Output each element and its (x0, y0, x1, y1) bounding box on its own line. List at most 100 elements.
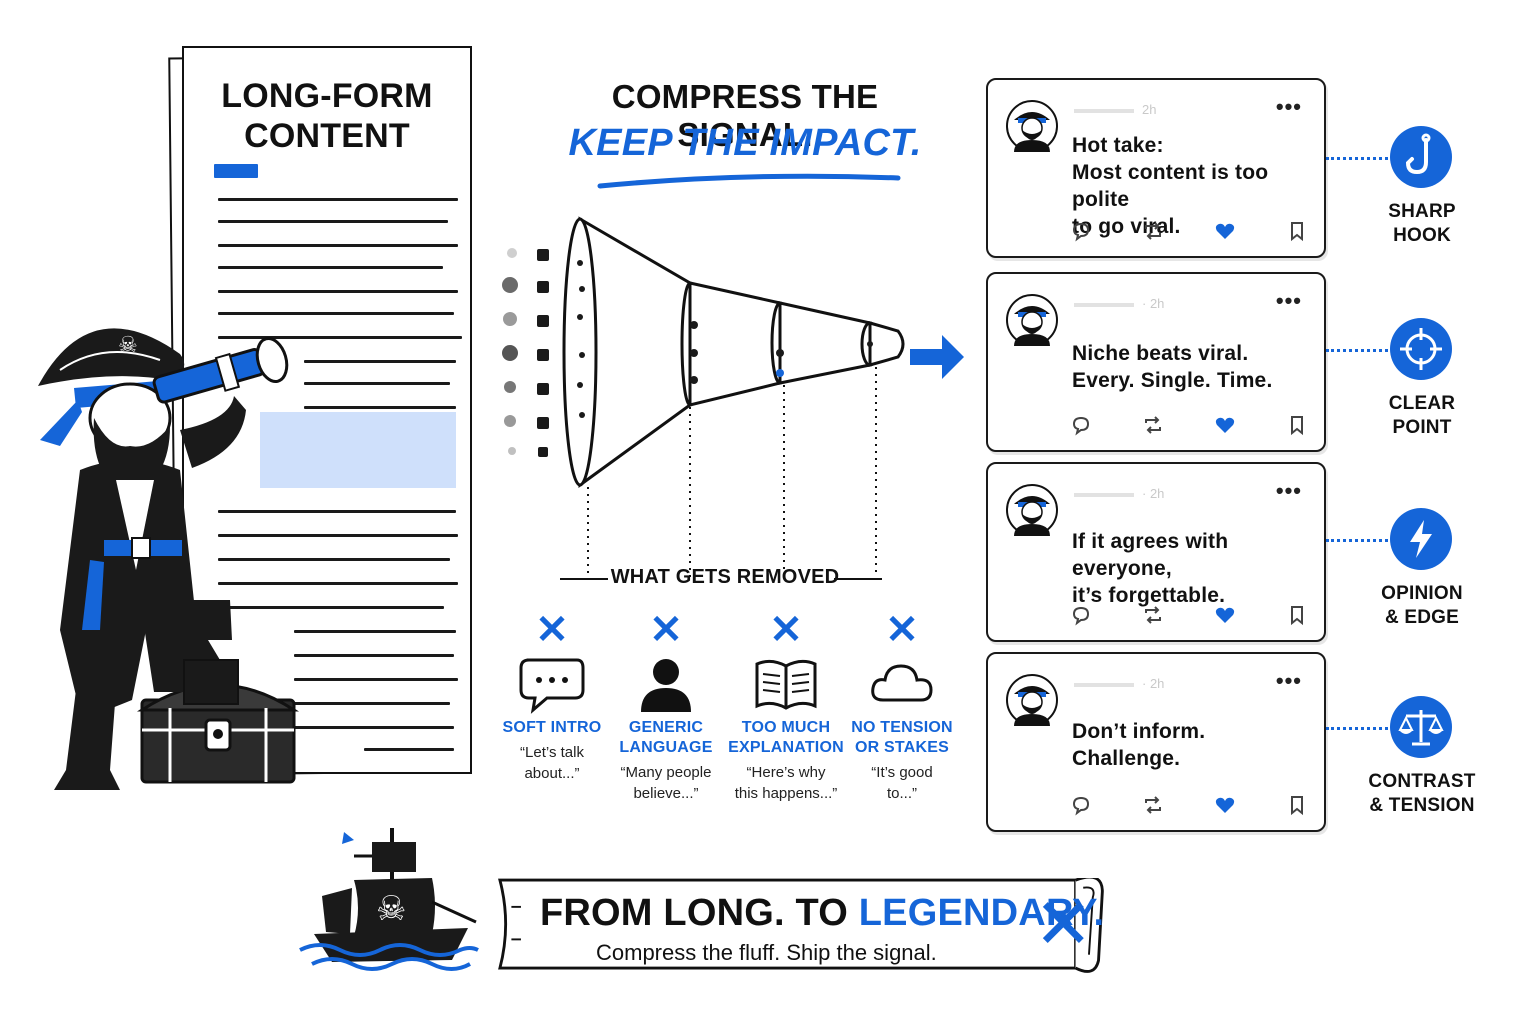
avatar (1006, 100, 1058, 152)
funnel-stage-3 (778, 301, 880, 385)
repost-icon[interactable] (1142, 414, 1164, 436)
post-card[interactable]: 2h •••Hot take:Most content is too polite… (986, 78, 1326, 258)
doc-text-line (218, 582, 458, 585)
headline-underline (597, 173, 901, 189)
scales-icon (1390, 696, 1452, 758)
avatar (1006, 484, 1058, 536)
more-options-icon[interactable]: ••• (1275, 478, 1302, 503)
crosshair-icon (1390, 318, 1452, 380)
more-options-icon[interactable]: ••• (1275, 288, 1302, 313)
doc-text-line (218, 510, 456, 513)
doc-text-line (304, 360, 456, 363)
book-icon (726, 654, 846, 718)
banner-headline: FROM LONG. TO LEGENDARY. (540, 892, 1105, 934)
doc-text-line (218, 312, 454, 315)
post-meta: · 2h (1074, 676, 1164, 691)
headline-primary: COMPRESS THE SIGNAL. (611, 78, 879, 153)
doc-text-line (218, 558, 450, 561)
post-meta: 2h (1074, 102, 1156, 117)
repost-icon[interactable] (1142, 220, 1164, 242)
removed-x-mark: ✕ (649, 608, 683, 652)
doc-text-line (304, 382, 450, 385)
doc-text-line (218, 266, 443, 269)
reply-icon[interactable] (1070, 414, 1092, 436)
doc-text-line (218, 198, 458, 201)
doc-highlight-block (260, 412, 456, 488)
reply-icon[interactable] (1070, 794, 1092, 816)
like-heart-icon[interactable] (1214, 414, 1236, 436)
bookmark-icon[interactable] (1286, 220, 1308, 242)
lightning-icon (1390, 508, 1452, 570)
input-particles (502, 248, 549, 457)
more-options-icon[interactable]: ••• (1275, 668, 1302, 693)
doc-text-line (218, 606, 444, 609)
bookmark-icon[interactable] (1286, 604, 1308, 626)
repost-icon[interactable] (1142, 604, 1164, 626)
svg-text:☠: ☠ (118, 333, 138, 358)
doc-text-line (218, 220, 448, 223)
funnel-nozzle (868, 321, 905, 367)
doc-text-line (218, 290, 458, 293)
post-card[interactable]: · 2h•••Niche beats viral.Every. Single. … (986, 272, 1326, 452)
post-actions (1070, 414, 1304, 436)
doc-text-line (304, 406, 456, 409)
connector-dotted-line (1326, 349, 1388, 352)
removed-item-title: SOFT INTRO (502, 719, 602, 736)
post-actions (1070, 220, 1304, 242)
svg-text:☠: ☠ (376, 889, 406, 929)
post-card[interactable]: · 2h ••• Don’t inform.Challenge. (986, 652, 1326, 832)
connector-dotted-line (1326, 727, 1388, 730)
hook-icon (1390, 126, 1452, 188)
like-heart-icon[interactable] (1214, 220, 1236, 242)
connector-dotted-line (1326, 157, 1388, 160)
pirate-illustration: ☠ (38, 328, 300, 790)
connector-dotted-line (1326, 539, 1388, 542)
like-heart-icon[interactable] (1214, 604, 1236, 626)
doc-text-line (294, 630, 456, 633)
doc-text-line (218, 336, 462, 339)
reply-icon[interactable] (1070, 220, 1092, 242)
principle-label: CONTRAST& TENSION (1368, 771, 1476, 816)
bookmark-icon[interactable] (1286, 794, 1308, 816)
avatar (1006, 294, 1058, 346)
doc-text-line (218, 534, 458, 537)
doc-text-line (364, 748, 454, 751)
post-actions (1070, 794, 1304, 816)
repost-icon[interactable] (1142, 794, 1164, 816)
speech-bubble-icon (492, 654, 612, 718)
post-text: Don’t inform.Challenge. (1072, 720, 1206, 770)
document-title: LONG-FORM CONTENT (221, 77, 433, 155)
post-card[interactable]: · 2h•••If it agrees with everyone,it’s f… (986, 462, 1326, 642)
doc-highlight-tag (214, 164, 258, 178)
pirate-ship-icon: ☠ (299, 828, 479, 971)
doc-text-line (294, 678, 458, 681)
post-text: Niche beats viral.Every. Single. Time. (1072, 342, 1273, 392)
removed-x-mark: ✕ (535, 608, 569, 652)
cloud-icon (842, 654, 962, 718)
banner-subtitle: Compress the fluff. Ship the signal. (596, 940, 937, 965)
doc-text-line (294, 726, 454, 729)
banner-x-mark: ✕ (1034, 883, 1093, 965)
reply-icon[interactable] (1070, 604, 1092, 626)
removed-x-mark: ✕ (769, 608, 803, 652)
doc-text-line (218, 244, 458, 247)
output-arrow-icon (910, 335, 964, 379)
person-icon (606, 654, 726, 718)
like-heart-icon[interactable] (1214, 794, 1236, 816)
telescope-icon (152, 337, 289, 404)
principle-label: OPINION& EDGE (1381, 583, 1463, 628)
headline-accent: KEEP THE IMPACT. (568, 122, 922, 164)
bookmark-icon[interactable] (1286, 414, 1308, 436)
doc-text-line (294, 702, 450, 705)
more-options-icon[interactable]: ••• (1275, 94, 1302, 119)
